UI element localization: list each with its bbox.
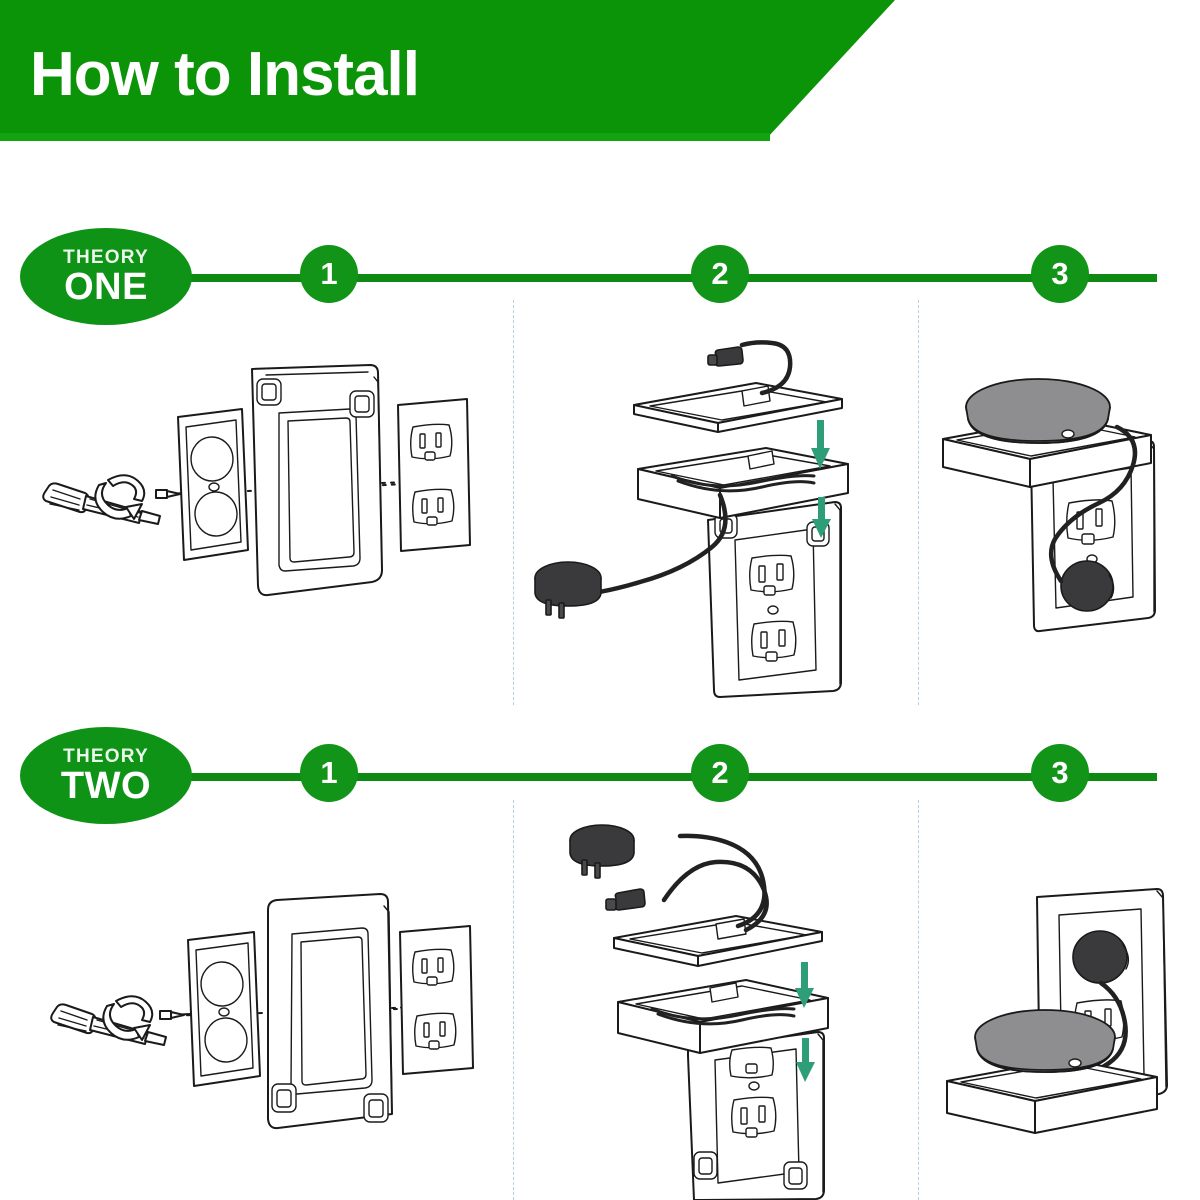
page-title: How to Install: [30, 40, 420, 109]
rotation-arrow-icon: [102, 995, 154, 1041]
shelf-bracket-clips-bottom: [267, 893, 393, 1130]
outlet-cover-plate: [187, 931, 261, 1087]
theory-one-step-2-illustration: [530, 340, 900, 698]
down-arrow-icon: [796, 1038, 815, 1082]
smart-speaker: [974, 1009, 1116, 1073]
theory-two-step-2-illustration: [560, 810, 905, 1200]
banner-shape: [0, 0, 895, 137]
step-indicator-1[interactable]: 1: [300, 245, 358, 303]
down-arrow-icon: [795, 962, 814, 1008]
cable: [1048, 424, 1138, 584]
panel-divider: [513, 300, 514, 705]
badge-subtitle: THEORY: [63, 246, 149, 268]
usb-connector-icon: [707, 346, 744, 367]
rotation-arrow-icon: [94, 474, 146, 520]
badge-title: ONE: [64, 265, 148, 308]
shelf-tray: [637, 447, 849, 519]
theory-one-step-1-illustration: [30, 355, 500, 645]
bracket-clip: [256, 378, 282, 406]
theory-two-badge: THEORY TWO: [20, 727, 192, 824]
mounted-bracket-outlet: [687, 1031, 825, 1200]
shelf: [946, 1058, 1158, 1134]
badge-title: TWO: [60, 764, 152, 807]
step-indicator-2[interactable]: 2: [691, 245, 749, 303]
usb-connector-icon: [605, 888, 646, 911]
panel-divider: [918, 300, 919, 705]
plugged-adapter: [1060, 560, 1114, 612]
bracket-clip: [363, 1093, 389, 1123]
plugged-adapter: [1072, 930, 1128, 984]
mounted-bracket-outlet: [707, 501, 842, 698]
smart-speaker: [965, 378, 1111, 444]
coiled-cable: [650, 1007, 796, 1021]
panel-divider: [513, 800, 514, 1200]
down-arrow-icon: [812, 497, 831, 538]
bracket-clip: [693, 1151, 718, 1180]
power-cable: [677, 833, 767, 929]
shelf-bracket-clips-top: [251, 364, 383, 597]
power-cable: [567, 492, 728, 599]
theory-two-step-1-illustration: [40, 888, 505, 1138]
wall-outlet: [397, 398, 471, 552]
cable: [661, 859, 769, 933]
step-indicator-3[interactable]: 3: [1031, 245, 1089, 303]
header-banner: How to Install: [0, 0, 900, 141]
panel-divider: [918, 800, 919, 1200]
theory-one-step-3-illustration: [935, 375, 1190, 640]
cable: [739, 340, 793, 396]
outlet-cover-plate: [177, 408, 249, 561]
step-indicator-1[interactable]: 1: [300, 744, 358, 802]
bracket-clip: [349, 390, 375, 418]
theory-one-badge: THEORY ONE: [20, 228, 192, 325]
step-indicator-3[interactable]: 3: [1031, 744, 1089, 802]
stepper-track: [150, 773, 1157, 781]
stepper-track: [150, 274, 1157, 282]
screw-icon: [159, 1010, 191, 1020]
power-adapter-plug: [569, 824, 635, 879]
banner-underline: [0, 133, 770, 141]
alignment-axis-right: [381, 480, 431, 484]
shelf-lid: [633, 382, 843, 433]
step-indicator-2[interactable]: 2: [691, 744, 749, 802]
power-adapter-plug: [534, 561, 602, 619]
bracket-clip: [271, 1083, 297, 1113]
badge-subtitle: THEORY: [63, 745, 149, 767]
down-arrow-icon: [811, 420, 830, 469]
coiled-cable: [670, 474, 816, 488]
wall-outlet: [399, 925, 474, 1075]
mounted-bracket-outlet: [1030, 440, 1156, 633]
shelf-tray: [617, 979, 829, 1054]
bracket-clip: [783, 1161, 808, 1190]
theory-two-step-3-illustration: [935, 885, 1195, 1150]
shelf-lid: [613, 915, 823, 967]
